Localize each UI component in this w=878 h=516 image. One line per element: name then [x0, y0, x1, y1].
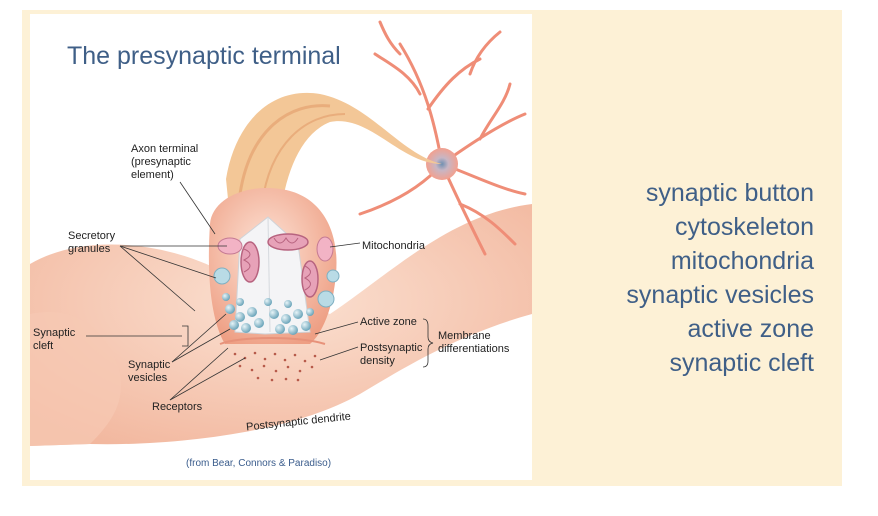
mitochondrion	[267, 233, 309, 251]
term-item: synaptic cleft	[669, 349, 814, 377]
mitochondria-label: Mitochondria	[362, 240, 425, 252]
figure-credit: (from Bear, Connors & Paradiso)	[186, 458, 332, 469]
synaptic-cleft-label: Synaptic cleft	[33, 327, 76, 352]
term-item: active zone	[687, 315, 814, 343]
receptors-label: Receptors	[152, 401, 203, 413]
axon-terminal-label: Axon terminal (presynaptic element)	[131, 143, 199, 181]
synapse-illustration	[30, 20, 532, 446]
postsynaptic-density-label: Postsynaptic density	[360, 342, 423, 367]
mitochondrion	[240, 241, 260, 283]
term-list: synaptic button cytoskeleton mitochondri…	[626, 176, 814, 380]
synaptic-vesicles	[222, 293, 314, 335]
membrane-differentiations-label: Membrane differentiations	[438, 330, 510, 355]
term-item: synaptic vesicles	[626, 281, 814, 309]
term-item: mitochondria	[670, 247, 814, 275]
active-zone-label: Active zone	[360, 316, 417, 328]
term-item: cytoskeleton	[675, 213, 814, 241]
synapse-figure: Axon terminal (presynaptic element) Secr…	[30, 14, 532, 480]
secretory-granules-label: Secretory granules	[68, 230, 116, 255]
mitochondrion	[301, 260, 319, 298]
synaptic-vesicles-label: Synaptic vesicles	[128, 359, 171, 384]
postsynaptic-density	[233, 351, 317, 382]
figure-title: The presynaptic terminal	[67, 42, 341, 70]
axon-shape	[226, 92, 442, 219]
leader-lines	[86, 181, 434, 401]
term-item: synaptic button	[645, 179, 814, 207]
